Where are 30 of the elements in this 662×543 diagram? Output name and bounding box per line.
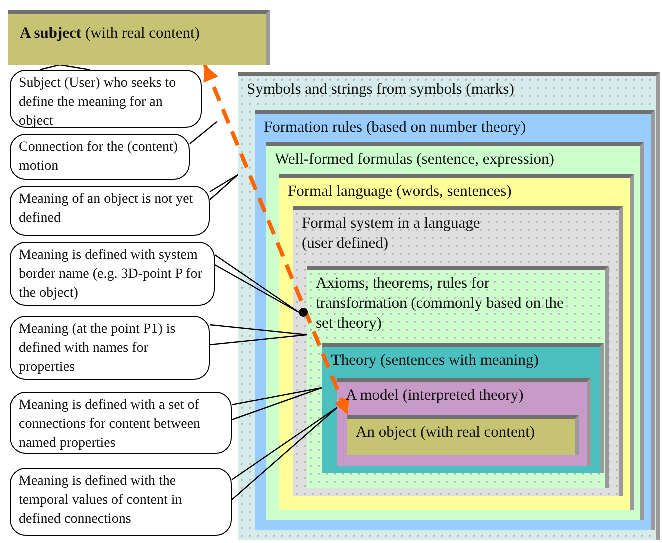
content-box: An object (with real content): [347, 415, 579, 455]
speech-bubble: Meaning is defined with system border name (e.g. 3D-point P for the object): [10, 242, 215, 306]
callout-pointer: [231, 387, 323, 421]
point-marker: [299, 308, 308, 317]
box-title: Theory (sentences with meaning): [331, 351, 539, 371]
nested-box: [307, 266, 609, 488]
callout-pointer: [209, 324, 308, 346]
box-title: Symbols and strings from symbols (marks): [247, 80, 514, 100]
callout-pointer: [231, 407, 338, 501]
box-title: Well-formed formulas (sentence, expression): [275, 150, 554, 170]
speech-bubble: Meaning (at the point P1) is defined with names for properties: [10, 316, 210, 380]
nested-box: [293, 206, 623, 496]
dashed-arrow: [203, 64, 350, 416]
callout-pointer: [214, 254, 300, 314]
content-box: A subject (with real content): [8, 10, 270, 65]
box-title: Formal language (words, sentences): [288, 182, 512, 202]
nested-box: [322, 343, 604, 473]
nested-box: [337, 378, 591, 466]
box-title: Formal system in a language (user defined): [302, 214, 482, 254]
callout-pointer: [39, 64, 91, 71]
box-title: Formation rules (based on number theory): [264, 118, 526, 138]
speech-bubble: Subject (User) who seeks to define the meaning for an object: [10, 70, 202, 128]
speech-bubble: Meaning is defined with a set of connections for content between named properties: [10, 392, 232, 454]
speech-bubble: Connection for the (content) motion: [10, 134, 190, 180]
box-title: A model (interpreted theory): [346, 386, 524, 406]
callout-pointer: [209, 174, 239, 201]
box-title: Axioms, theorems, rules for transformation (commonly based on the set theory): [316, 274, 565, 334]
nested-box: [279, 174, 634, 510]
speech-bubble: Meaning of an object is not yet defined: [10, 186, 210, 236]
speech-bubble: Meaning is defined with the temporal values of content in defined connections: [10, 468, 232, 536]
